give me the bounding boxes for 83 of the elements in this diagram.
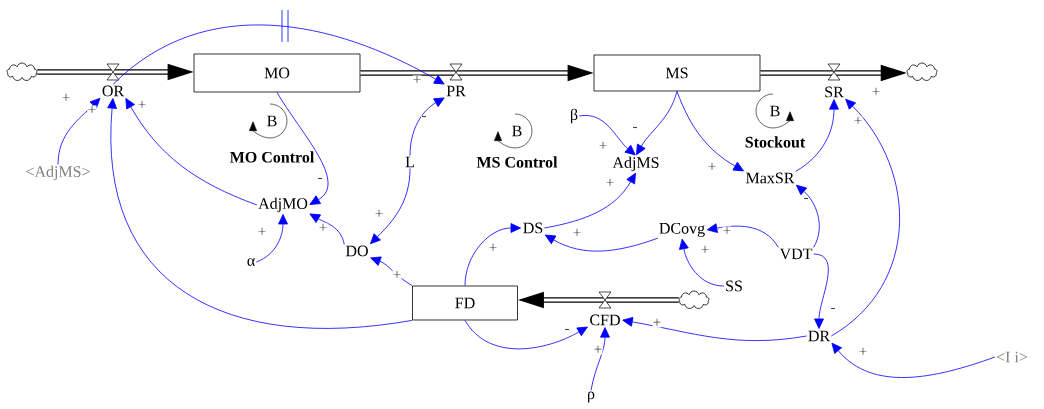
shadow-variable: <I i> [996,351,1028,363]
link-arrow [544,234,659,252]
link-arrow [464,320,588,350]
polarity-sign: - [830,307,836,313]
link-arrow [370,168,411,245]
polarity-sign: - [421,115,427,121]
cloud-symbol [906,62,938,81]
loop-name: MO Control [230,151,315,163]
variable-label: DR [808,330,831,342]
polarity-sign: + [598,141,608,151]
rate-label: OR [102,85,125,97]
link-arrow [831,342,996,378]
polarity-sign: + [858,347,868,357]
link-arrow [676,91,744,172]
variable-label: DCovg [659,222,705,237]
polarity-sign: + [392,270,402,280]
polarity-sign: + [257,227,267,237]
polarity-sign: - [317,177,323,183]
polarity-sign: + [87,105,97,115]
variable-label: VDT [779,248,813,260]
link-arrow [276,92,329,205]
link-arrow [796,184,820,248]
polarity-sign: + [853,116,863,126]
cloud-symbol [678,290,710,309]
link-arrow [464,223,521,286]
loop-name: MS Control [476,156,558,168]
loop-letter: B [267,115,277,127]
polarity-sign: + [137,100,147,110]
link-arrow [409,97,445,156]
rate-label: CFD [590,314,620,326]
variable-label: MaxSR [746,172,795,184]
polarity-sign: + [871,87,881,97]
polarity-sign: - [803,197,809,203]
variable-label: SS [726,280,742,292]
loop-letter: B [770,105,780,117]
link-arrow [112,24,445,85]
cloud-symbol [6,62,38,81]
polarity-sign: + [707,162,717,172]
link-arrow [256,214,288,263]
link-arrow [636,91,678,156]
link-arrow [309,213,345,245]
variable-label: DO [345,245,368,257]
loop-name: Stockout [745,136,806,148]
polarity-sign: + [605,178,615,188]
polarity-sign: - [632,126,638,132]
loop-letter: B [512,125,522,137]
polarity-sign: + [722,226,732,236]
link-arrow [622,317,808,341]
variable-label: ρ [588,391,595,403]
variable-label: AdjMO [258,197,308,213]
stock-box: MS [593,54,761,92]
link-arrow [795,99,839,172]
link-arrow [370,256,413,286]
polarity-sign: + [593,345,603,355]
variable-label: DS [523,222,543,234]
variable-label: β [570,108,578,124]
shadow-variable: <AdjMS> [26,165,90,181]
link-arrow [57,97,101,165]
link-arrow [706,223,779,248]
variable-label: AdjMS [612,156,659,172]
polarity-sign: + [374,209,384,219]
link-arrow [544,172,636,229]
variable-label: L [405,156,414,168]
polarity-sign: + [572,228,582,238]
link-arrow [125,98,258,206]
variable-label: α [247,258,255,266]
link-arrow [590,327,610,391]
polarity-sign: + [61,93,71,103]
link-arrow [813,253,829,329]
link-arrow [830,98,900,337]
stock-box: FD [412,285,518,321]
polarity-sign: + [700,245,710,255]
link-arrow [679,238,725,287]
polarity-sign: + [318,223,328,233]
link-arrow [107,98,413,329]
polarity-sign: + [652,318,662,328]
polarity-sign: - [564,328,570,334]
stock-box: MO [193,53,361,93]
link-arrow [578,115,636,156]
polarity-sign: + [488,243,498,253]
rate-label: SR [825,86,844,98]
polarity-sign: + [412,75,422,85]
rate-label: PR [446,85,466,97]
